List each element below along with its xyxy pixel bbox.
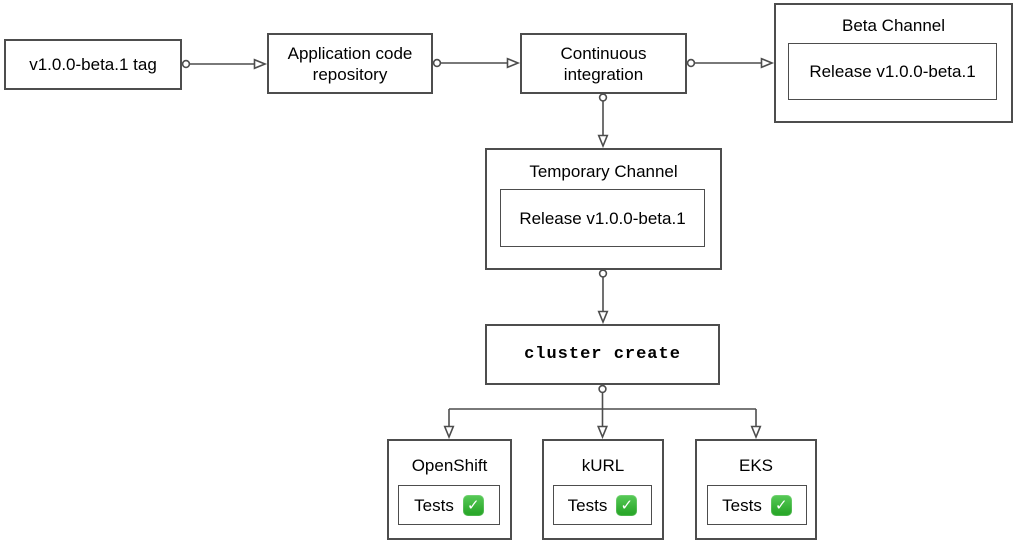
node-kurl-tests: Tests ✓ bbox=[553, 485, 652, 525]
connector-ci-to-beta-channel bbox=[686, 57, 775, 69]
node-openshift: OpenShift Tests ✓ bbox=[387, 439, 512, 540]
tests-label: Tests bbox=[722, 495, 762, 515]
node-temporary-channel: Temporary Channel Release v1.0.0-beta.1 bbox=[485, 148, 722, 270]
node-temporary-channel-label: Temporary Channel bbox=[529, 162, 678, 181]
node-openshift-tests: Tests ✓ bbox=[398, 485, 500, 525]
node-kurl-label: kURL bbox=[581, 456, 625, 475]
node-version-tag: v1.0.0-beta.1 tag bbox=[4, 39, 182, 90]
tests-label: Tests bbox=[414, 495, 454, 515]
node-kurl: kURL Tests ✓ bbox=[542, 439, 664, 540]
node-cluster-create: cluster create bbox=[485, 324, 720, 385]
node-application-code-repository: Application code repository bbox=[267, 33, 433, 94]
check-glyph: ✓ bbox=[775, 496, 788, 514]
connector-ci-to-temporary-channel bbox=[597, 93, 609, 149]
tests-passed-icon: ✓ bbox=[770, 494, 792, 516]
node-continuous-integration-label: Continuous integration bbox=[560, 43, 647, 84]
connector-cluster-create-fanout bbox=[443, 384, 762, 440]
node-eks-tests: Tests ✓ bbox=[707, 485, 807, 525]
check-glyph: ✓ bbox=[467, 496, 480, 514]
node-beta-channel: Beta Channel Release v1.0.0-beta.1 bbox=[774, 3, 1013, 123]
node-beta-channel-label: Beta Channel bbox=[841, 16, 946, 35]
node-temporary-channel-release: Release v1.0.0-beta.1 bbox=[500, 189, 705, 247]
node-eks-label: EKS bbox=[738, 456, 774, 475]
node-openshift-label: OpenShift bbox=[411, 456, 488, 475]
tests-passed-icon: ✓ bbox=[616, 494, 638, 516]
node-cluster-create-label: cluster create bbox=[524, 345, 681, 364]
node-beta-channel-release: Release v1.0.0-beta.1 bbox=[788, 43, 997, 100]
node-eks: EKS Tests ✓ bbox=[695, 439, 817, 540]
node-application-code-repository-label: Application code repository bbox=[287, 43, 413, 84]
connector-temporary-channel-to-cluster-create bbox=[597, 269, 609, 325]
check-glyph: ✓ bbox=[620, 496, 634, 514]
node-version-tag-label: v1.0.0-beta.1 tag bbox=[29, 55, 157, 74]
node-temporary-channel-release-label: Release v1.0.0-beta.1 bbox=[519, 208, 686, 228]
connector-tag-to-repo bbox=[181, 58, 268, 70]
node-continuous-integration: Continuous integration bbox=[520, 33, 687, 94]
node-beta-channel-release-label: Release v1.0.0-beta.1 bbox=[809, 62, 976, 81]
connector-repo-to-ci bbox=[432, 57, 521, 69]
tests-label: Tests bbox=[567, 495, 608, 515]
tests-passed-icon: ✓ bbox=[462, 494, 484, 516]
